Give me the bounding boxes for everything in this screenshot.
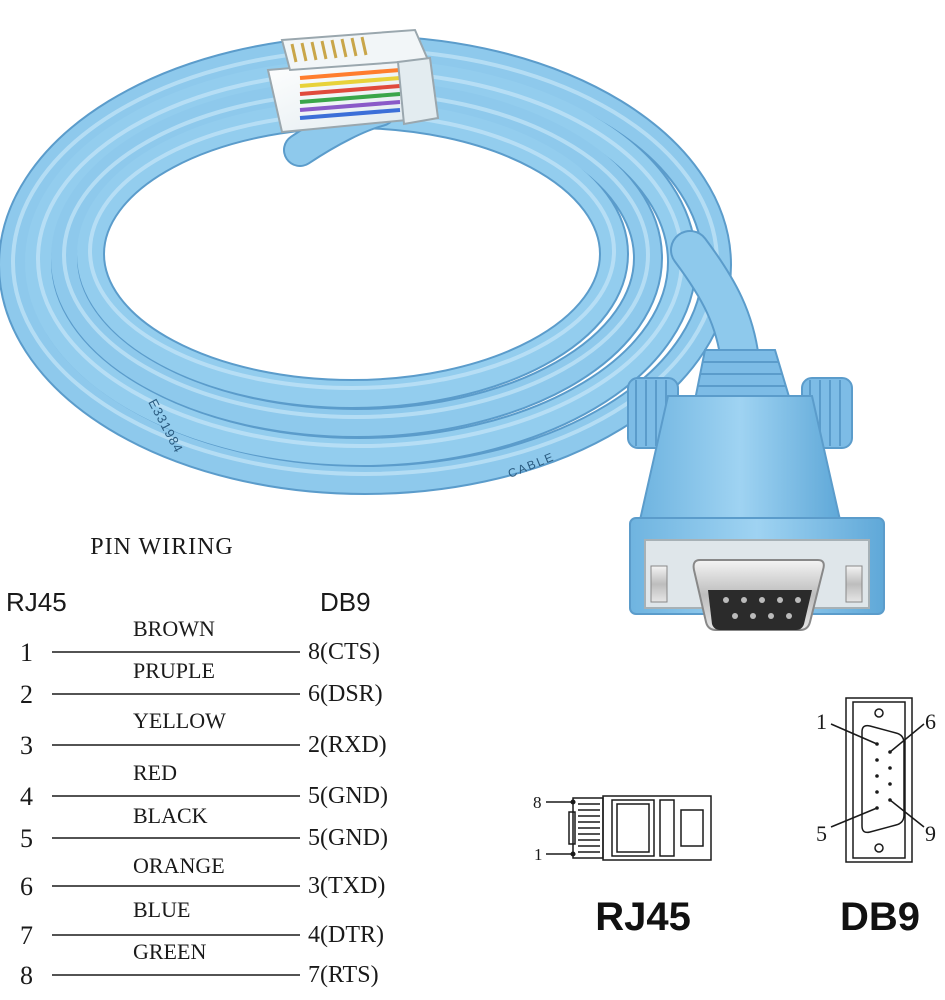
wire-color-label: RED xyxy=(133,760,177,785)
wiring-row: 4 RED 5(GND) xyxy=(20,760,388,811)
db9-drawing-pin-5: 5 xyxy=(816,821,827,846)
db9-drawing-pin-9: 9 xyxy=(925,821,936,846)
wiring-row: 5 BLACK 5(GND) xyxy=(20,803,388,853)
rj45-drawing-pin-8: 8 xyxy=(533,793,542,812)
pin-wiring-table: PIN WIRING RJ45 DB9 1 BROWN 8(CTS) 2 PRUPLE 6… xyxy=(6,534,388,990)
wire-color-label: GREEN xyxy=(133,939,206,964)
db9-column-header: DB9 xyxy=(320,587,371,617)
db9-drawing-pin-1: 1 xyxy=(816,709,827,734)
rj45-drawing-label: RJ45 xyxy=(595,895,691,939)
cable-lead-db9 xyxy=(670,230,760,380)
pin-wiring-title: PIN WIRING xyxy=(90,534,234,560)
wiring-row: 2 PRUPLE 6(DSR) xyxy=(20,658,383,709)
wire-color-label: ORANGE xyxy=(133,853,225,878)
db9-pin-signal: 4(DTR) xyxy=(308,922,384,948)
rj45-pin-number: 1 xyxy=(20,638,33,667)
db9-pin-signal: 6(DSR) xyxy=(308,681,383,707)
rj45-pin-number: 2 xyxy=(20,680,33,709)
db9-drawing-label: DB9 xyxy=(840,895,920,939)
wire-color-label: BROWN xyxy=(133,616,215,641)
wire-color-label: YELLOW xyxy=(133,708,226,733)
rj45-column-header: RJ45 xyxy=(6,587,67,617)
db9-pin-signal: 3(TXD) xyxy=(308,873,385,899)
wiring-row: 8 GREEN 7(RTS) xyxy=(20,939,379,990)
db9-pin-signal: 8(CTS) xyxy=(308,639,380,665)
wiring-rows: 1 BROWN 8(CTS) 2 PRUPLE 6(DSR) 3 YELLOW 2(RXD) 4 R… xyxy=(20,616,388,990)
db9-pin-signal: 7(RTS) xyxy=(308,962,379,988)
db9-pin-signal: 5(GND) xyxy=(308,783,388,809)
wire-color-label: BLACK xyxy=(133,803,208,828)
rj45-pin-number: 7 xyxy=(20,921,33,950)
rj45-pin-number: 3 xyxy=(20,731,33,760)
rj45-pin-number: 6 xyxy=(20,872,33,901)
rj45-drawing-pin-1: 1 xyxy=(534,845,543,864)
rj45-pin-number: 5 xyxy=(20,824,33,853)
wiring-row: 7 BLUE 4(DTR) xyxy=(20,897,384,950)
wire-color-label: BLUE xyxy=(133,897,190,922)
rj45-pin-number: 4 xyxy=(20,782,33,811)
db9-pin-signal: 2(RXD) xyxy=(308,732,387,758)
db9-drawing-pin-6: 6 xyxy=(925,709,936,734)
rj45-line-drawing xyxy=(546,795,712,861)
wire-color-label: PRUPLE xyxy=(133,658,215,683)
wiring-row: 3 YELLOW 2(RXD) xyxy=(20,708,387,760)
rj45-pin-number: 8 xyxy=(20,961,33,990)
db9-line-drawing xyxy=(830,697,925,863)
db9-connector xyxy=(627,349,885,631)
db9-pin-signal: 5(GND) xyxy=(308,825,388,851)
wiring-row: 1 BROWN 8(CTS) xyxy=(20,616,380,667)
wiring-row: 6 ORANGE 3(TXD) xyxy=(20,853,385,901)
rj45-plug xyxy=(266,28,440,134)
